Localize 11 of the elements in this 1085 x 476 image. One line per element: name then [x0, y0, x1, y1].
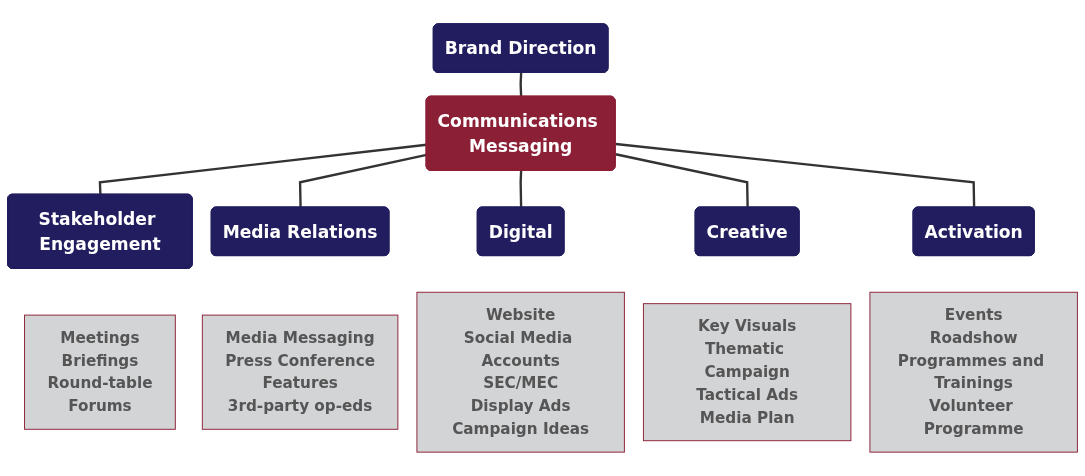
node-box: Meetings Briefings Round-table Forums [24, 314, 176, 430]
connector [298, 153, 427, 208]
connector [519, 170, 523, 208]
node-box: Media Messaging Press Conference Features 3rd-party op-eds [201, 314, 399, 430]
node-box: Events Roadshow Programmes and Trainings Volunteer Programme [869, 291, 1078, 453]
connector [615, 142, 976, 208]
connector [98, 143, 427, 195]
connector [615, 153, 749, 208]
node-box: Key Visuals Thematic Campaign Tactical Ads Media Plan [642, 303, 852, 442]
node-box: Website Social Media Accounts SEC/MEC Display Ads Campaign Ideas [416, 291, 625, 453]
connector [519, 72, 523, 97]
